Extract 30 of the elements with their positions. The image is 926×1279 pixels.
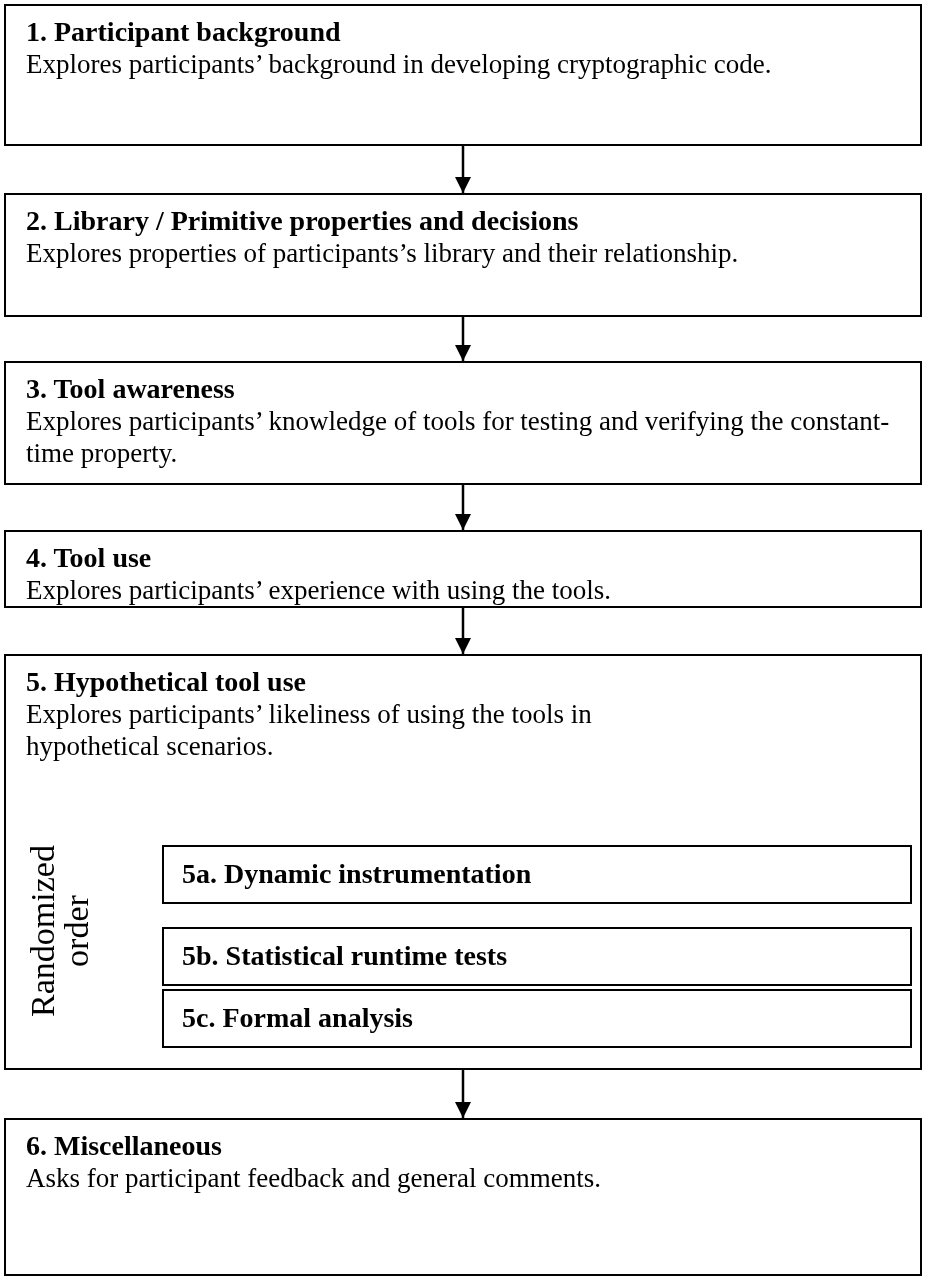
section-description: Explores participants’ knowledge of tools for testing and verifying the constant-time property. xyxy=(26,405,891,469)
section-heading: 4. Tool use xyxy=(26,542,152,574)
arrow xyxy=(455,146,471,193)
section-description: Explores participants’ likeliness of using the tools in hypothetical scenarios. xyxy=(26,698,593,762)
section-box xyxy=(4,361,922,485)
arrow xyxy=(455,317,471,361)
section-description: Explores properties of participants’s library and their relationship. xyxy=(26,237,740,269)
section-box xyxy=(4,4,922,146)
section-heading: 5. Hypothetical tool use xyxy=(26,666,306,698)
subsection-box xyxy=(162,989,912,1048)
side-label: Randomized order xyxy=(26,844,94,1019)
section-heading: 5a. Dynamic instrumentation xyxy=(182,858,532,890)
subsection-box xyxy=(162,845,912,904)
arrow xyxy=(455,485,471,530)
section-description: Explores participants’ background in developing cryptographic code. xyxy=(26,48,773,80)
section-heading: 1. Participant background xyxy=(26,16,341,48)
arrow xyxy=(455,608,471,654)
section-heading: 5b. Statistical runtime tests xyxy=(182,940,508,972)
section-description: Asks for participant feedback and general comments. xyxy=(26,1162,603,1194)
section-description: Explores participants’ experience with using the tools. xyxy=(26,574,613,606)
section-heading: 3. Tool awareness xyxy=(26,373,235,405)
section-heading: 2. Library / Primitive properties and decisions xyxy=(26,205,579,237)
section-box xyxy=(4,193,922,317)
arrow xyxy=(455,1070,471,1118)
subsection-box xyxy=(162,927,912,986)
section-box xyxy=(4,1118,922,1276)
section-box xyxy=(4,530,922,608)
section-heading: 5c. Formal analysis xyxy=(182,1002,413,1034)
section-box xyxy=(4,654,922,1070)
section-heading: 6. Miscellaneous xyxy=(26,1130,222,1162)
